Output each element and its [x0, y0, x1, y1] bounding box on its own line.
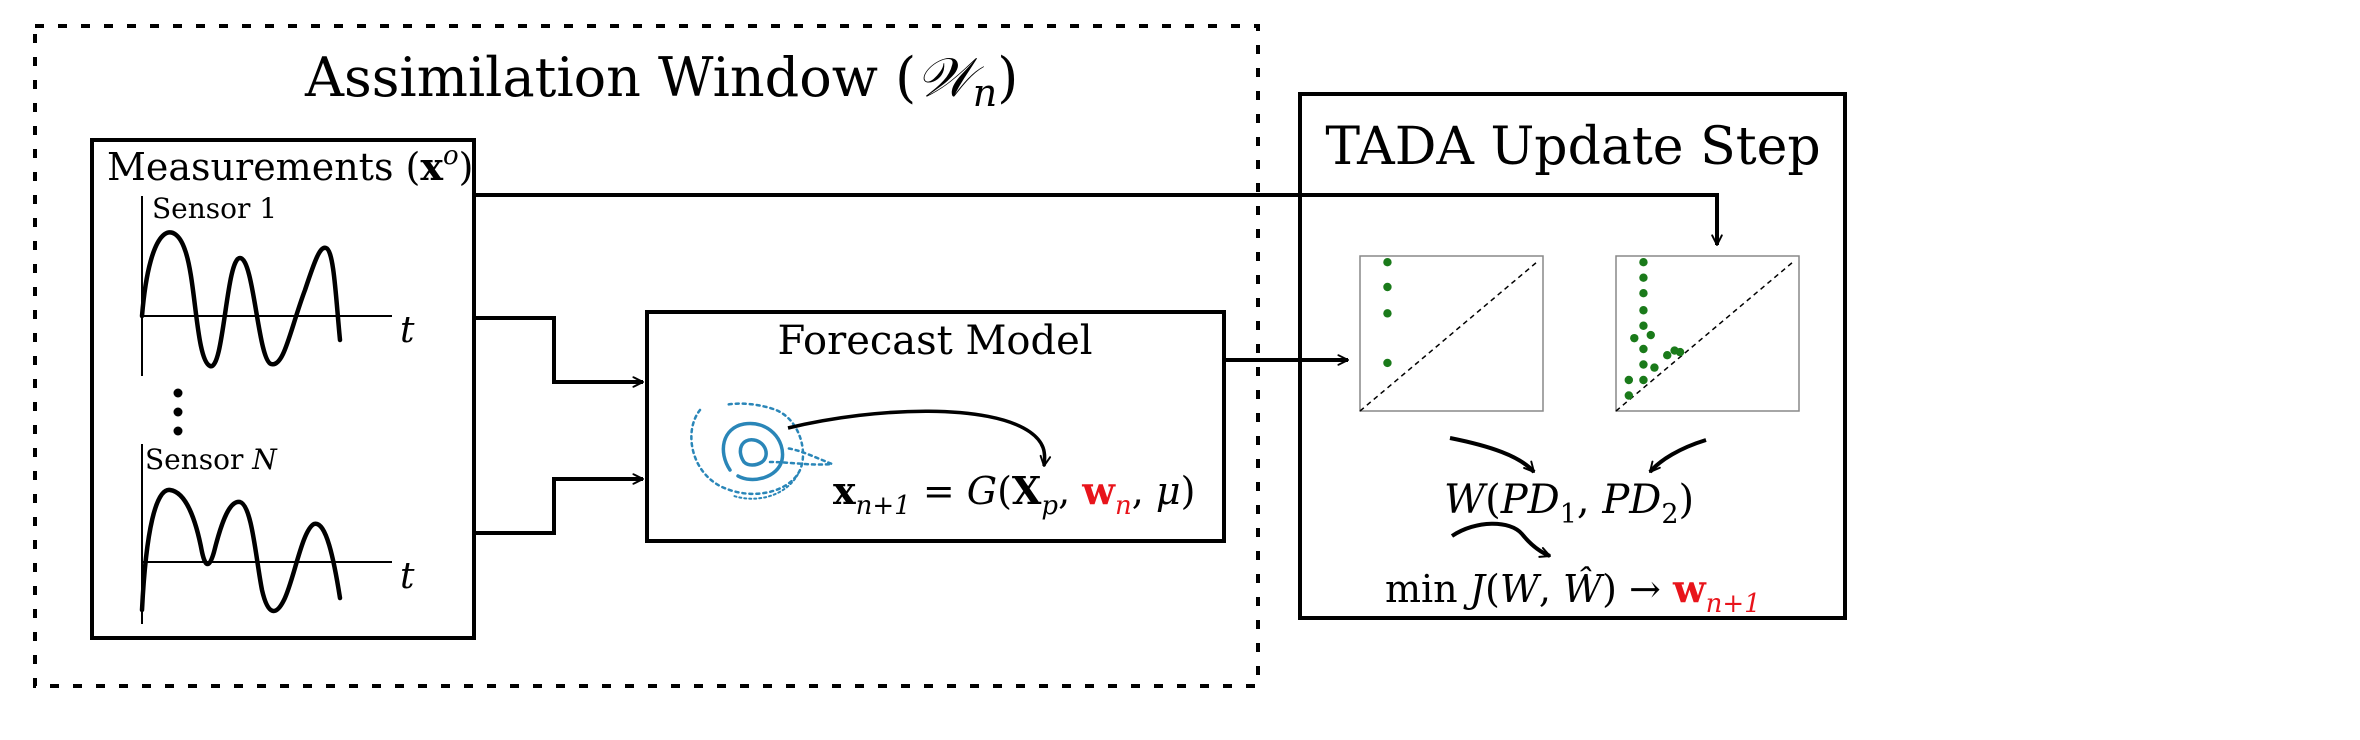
persistence-point	[1646, 330, 1655, 340]
persistence-diagram-1-points	[1383, 258, 1392, 368]
sensor-1-to-forecast-arrow	[474, 316, 644, 388]
forecast-model-title: Forecast Model	[777, 318, 1092, 364]
persistence-point	[1639, 258, 1648, 267]
lorenz-attractor-icon	[690, 402, 833, 500]
measurements-to-tada-arrow	[474, 193, 1723, 246]
assimilation-window-frame	[33, 24, 1260, 688]
pd2-to-wasserstein-arrow	[1648, 438, 1707, 474]
tada-update-box	[1298, 92, 1847, 620]
persistence-point	[1383, 282, 1392, 292]
measurements-box	[90, 138, 476, 640]
assimilation-window-title: Assimilation Window (𝒲n)	[304, 46, 1018, 115]
persistence-diagram-2-diagonal	[1615, 261, 1794, 412]
persistence-point	[1639, 289, 1648, 298]
objective-function: min J(W, Ŵ) → wn+1	[1385, 566, 1761, 619]
tada-update-title: TADA Update Step	[1325, 117, 1820, 177]
forecast-equation: xn+1 = G(Xp, wn, μ)	[833, 468, 1195, 521]
persistence-diagram-1-frame	[1359, 255, 1544, 412]
sensor-n-signal	[139, 487, 343, 613]
ellipsis-dot	[173, 426, 183, 436]
persistence-point	[1624, 375, 1634, 385]
persistence-point	[1639, 306, 1648, 315]
ellipsis-dot	[173, 388, 183, 398]
persistence-point	[1639, 375, 1648, 385]
forecast-curve-arrow	[787, 409, 1052, 467]
persistence-diagram-1-diagonal	[1359, 261, 1538, 412]
persistence-point	[1639, 344, 1648, 354]
sensor-n-time-label: t	[400, 556, 415, 597]
persistence-point	[1639, 273, 1648, 282]
persistence-diagram-1	[1359, 255, 1544, 412]
persistence-diagram-2	[1615, 255, 1800, 412]
persistence-point	[1630, 333, 1639, 343]
wasserstein-to-objective-arrow	[1450, 521, 1551, 558]
pd1-to-wasserstein-arrow	[1449, 436, 1536, 474]
persistence-point	[1639, 360, 1648, 369]
sensor-1-signal	[139, 230, 343, 369]
sensor-n-to-forecast-arrow	[474, 473, 644, 535]
sensor-n-label: Sensor N	[145, 443, 278, 476]
forecast-model-box	[645, 310, 1226, 543]
persistence-diagram-2-points	[1624, 258, 1685, 400]
persistence-point	[1383, 309, 1392, 318]
persistence-point	[1675, 347, 1685, 357]
persistence-point	[1639, 321, 1648, 330]
persistence-point	[1650, 363, 1659, 372]
measurements-title: Measurements (xo)	[107, 141, 474, 189]
wasserstein-distance: W(PD1, PD2)	[1444, 477, 1694, 530]
persistence-point	[1383, 358, 1392, 368]
sensor-1-time-label: t	[400, 310, 415, 351]
persistence-point	[1624, 391, 1634, 400]
persistence-diagram-2-frame	[1615, 255, 1800, 412]
ellipsis-dot	[173, 407, 183, 417]
persistence-point	[1383, 258, 1392, 267]
persistence-point	[1663, 351, 1672, 360]
sensor-1-label: Sensor 1	[152, 192, 277, 225]
